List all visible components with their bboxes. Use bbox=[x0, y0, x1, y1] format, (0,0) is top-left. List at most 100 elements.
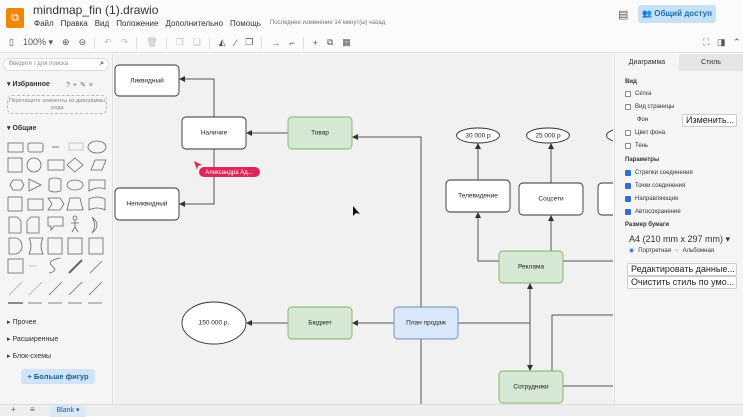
node-staff[interactable] bbox=[498, 370, 564, 404]
paper-size-select[interactable]: A4 (210 mm x 297 mm) ▾ bbox=[629, 234, 731, 244]
general-label: Общие bbox=[12, 125, 37, 132]
node-nalichie[interactable] bbox=[181, 116, 247, 150]
autosave-checkbox[interactable]: Автосохранение bbox=[625, 209, 681, 215]
section-flowchart[interactable]: ▸ Блок-схемы bbox=[7, 353, 52, 360]
shapes-icon[interactable]: ⧉ bbox=[326, 37, 334, 47]
last-change[interactable]: Последнее изменение 14 минут(ы) назад bbox=[269, 20, 386, 26]
shadow-checkbox[interactable]: Тень bbox=[625, 143, 648, 149]
zoom-select[interactable]: 100% ▾ bbox=[22, 37, 54, 47]
label-tv: Телевидение bbox=[458, 193, 498, 200]
section-other-label: Прочее bbox=[12, 319, 37, 326]
collapse-icon[interactable]: ⌃ bbox=[733, 37, 741, 47]
page-view-checkbox[interactable]: Вид страницы bbox=[625, 104, 674, 110]
line-color-icon[interactable]: ∕ bbox=[234, 37, 237, 48]
bg-color-checkbox[interactable]: Цвет фона bbox=[625, 130, 665, 136]
zoom-in-icon[interactable]: ⊕ bbox=[62, 37, 70, 47]
node-partial-box[interactable] bbox=[597, 182, 613, 216]
menu-view[interactable]: Вид bbox=[94, 19, 110, 28]
waypoints-icon[interactable]: ⌐ bbox=[289, 37, 295, 48]
header: ⧉ mindmap_fin (1).drawio Файл Правка Вид… bbox=[0, 0, 743, 33]
diagram-canvas[interactable]: Ликвидный Наличие Товар Неликвидный 30 0… bbox=[114, 54, 613, 404]
change-background-button[interactable]: Изменить... bbox=[682, 114, 737, 127]
format-panel: Диаграмма Стиль Вид Сетка Вид страницы Ф… bbox=[614, 54, 743, 404]
menu-file[interactable]: Файл bbox=[34, 19, 54, 28]
favorites-header[interactable]: ▾ Избранное bbox=[7, 81, 50, 88]
edit-data-button[interactable]: Редактировать данные... bbox=[627, 263, 737, 276]
more-shapes-button[interactable]: + Больше фигур bbox=[21, 369, 95, 384]
edge-nalichie-likvid bbox=[179, 76, 215, 117]
section-flowchart-label: Блок-схемы bbox=[12, 353, 52, 360]
section-advanced[interactable]: ▸ Расширенные bbox=[7, 336, 59, 343]
node-partial-ellipse[interactable] bbox=[606, 128, 614, 143]
node-30000[interactable] bbox=[456, 127, 500, 144]
grid-checkbox[interactable]: Сетка bbox=[625, 91, 651, 97]
menu-arrange[interactable]: Положение bbox=[116, 19, 159, 28]
guides-checkbox[interactable]: Направляющие bbox=[625, 196, 679, 202]
node-plan[interactable] bbox=[393, 306, 459, 340]
general-header[interactable]: ▾ Общие bbox=[7, 125, 37, 132]
section-other[interactable]: ▸ Прочее bbox=[7, 319, 37, 326]
fullscreen-icon[interactable]: ⛶ bbox=[703, 37, 710, 47]
to-front-icon[interactable]: ❐ bbox=[175, 37, 184, 47]
node-likvid[interactable] bbox=[114, 64, 180, 97]
connection-points-checkbox[interactable]: Точки соединения bbox=[625, 183, 685, 189]
bg-color-label: Цвет фона bbox=[635, 130, 666, 136]
insert-icon[interactable]: + bbox=[312, 37, 318, 48]
node-social[interactable] bbox=[518, 182, 584, 216]
menu-extras[interactable]: Дополнительно bbox=[165, 19, 224, 28]
redo-icon[interactable]: ↷ bbox=[120, 37, 129, 47]
portrait-radio[interactable]: ◉ bbox=[629, 248, 635, 254]
fill-color-icon[interactable]: ◭ bbox=[218, 37, 226, 47]
paper-size-value: A4 (210 mm x 297 mm) bbox=[629, 234, 724, 244]
share-button[interactable]: 👥 Общий доступ bbox=[638, 5, 716, 23]
section-advanced-label: Расширенные bbox=[12, 336, 59, 343]
landscape-radio[interactable]: ○ bbox=[674, 247, 679, 254]
comments-icon[interactable]: ▤ bbox=[618, 9, 629, 21]
pages-menu-icon[interactable]: ≡ bbox=[30, 405, 35, 414]
shape-search-input[interactable]: Введите / для поиска⌕ bbox=[3, 58, 109, 71]
menu-edit[interactable]: Правка bbox=[60, 19, 88, 28]
connectors bbox=[179, 76, 613, 404]
node-150000[interactable] bbox=[181, 301, 247, 345]
view-heading: Вид bbox=[625, 79, 637, 85]
file-title[interactable]: mindmap_fin (1).drawio bbox=[33, 3, 159, 17]
label-25000: 25 000 р bbox=[535, 133, 561, 140]
node-25000[interactable] bbox=[526, 127, 570, 144]
format-panel-icon[interactable]: ▯ bbox=[9, 37, 14, 47]
tab-diagram[interactable]: Диаграмма bbox=[615, 54, 679, 71]
to-back-icon[interactable]: ❏ bbox=[192, 37, 201, 47]
add-page-icon[interactable]: + bbox=[11, 405, 16, 414]
page-tab-blank[interactable]: Blank ▾ bbox=[50, 405, 86, 417]
table-icon[interactable]: ▦ bbox=[342, 37, 351, 47]
diagram[interactable]: Ликвидный Наличие Товар Неликвидный 30 0… bbox=[114, 54, 613, 404]
favorites-drop-zone[interactable]: Перетащите элементы из диаграммы сюда bbox=[7, 95, 107, 114]
drawio-logo-icon: ⧉ bbox=[6, 8, 24, 28]
shadow-icon[interactable]: ❒ bbox=[245, 37, 254, 47]
node-nelikvid[interactable] bbox=[114, 187, 180, 221]
clear-style-button[interactable]: Очистить стиль по умо... bbox=[627, 276, 737, 289]
tab-style[interactable]: Стиль bbox=[679, 54, 743, 71]
points-label: Точки соединения bbox=[635, 183, 686, 189]
node-tovar[interactable] bbox=[287, 116, 353, 150]
zoom-out-icon[interactable]: ⊖ bbox=[78, 37, 87, 47]
shape-row-1 bbox=[7, 140, 107, 154]
toolbar: ▯ 100% ▾ ⊕ ⊖ ↶ ↷ 🗑 ❐ ❏ ◭ ∕ ❒ → ⌐ + ⧉ ▦ ⛶… bbox=[0, 33, 743, 53]
connection-arrows-checkbox[interactable]: Стрелки соединения bbox=[625, 170, 693, 176]
connection-icon[interactable]: → bbox=[271, 37, 281, 48]
toggle-panel-icon[interactable]: ◨ bbox=[717, 37, 726, 47]
autosave-label: Автосохранение bbox=[635, 209, 681, 215]
favorites-actions-icon[interactable]: ?+✎× bbox=[66, 82, 96, 89]
orientation-radio[interactable]: ◉Портретная ○Альбомная bbox=[629, 247, 714, 255]
undo-icon[interactable]: ↶ bbox=[104, 37, 112, 47]
label-reklama: Реклама bbox=[518, 264, 544, 271]
delete-icon[interactable]: 🗑 bbox=[146, 37, 158, 47]
background-label: Фон bbox=[637, 117, 649, 123]
label-150000: 150 000 р. bbox=[199, 320, 230, 327]
node-tv[interactable] bbox=[445, 179, 511, 213]
menu-help[interactable]: Помощь bbox=[230, 19, 261, 28]
favorites-label: Избранное bbox=[12, 81, 50, 88]
node-budget[interactable] bbox=[287, 306, 353, 340]
remote-cursor-icon bbox=[194, 161, 202, 170]
shape-palette[interactable] bbox=[7, 135, 107, 305]
node-reklama[interactable] bbox=[498, 250, 564, 284]
